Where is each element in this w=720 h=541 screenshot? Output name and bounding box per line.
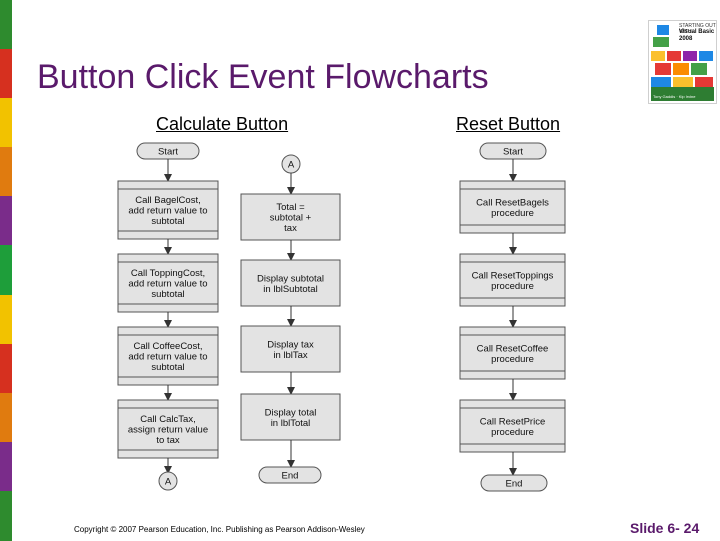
calc-start-terminal-label: Start bbox=[158, 147, 178, 158]
calc-step-3-label: add return value to bbox=[128, 352, 207, 363]
calc-display-step-2-label: in lblSubtotal bbox=[263, 284, 317, 295]
logo-product-title: Visual Basic 2008 bbox=[679, 29, 715, 42]
calc-step-2 bbox=[117, 253, 219, 313]
calc-step-1-label: Call BagelCost, bbox=[135, 195, 200, 206]
calc-step-1-label: subtotal bbox=[151, 216, 184, 227]
heading-calculate-button: Calculate Button bbox=[156, 114, 289, 134]
reset-step-4-label: Call ResetPrice bbox=[480, 416, 545, 427]
calc-step-3 bbox=[117, 326, 219, 386]
logo-block bbox=[691, 63, 707, 75]
reset-step-2-label: Call ResetToppings bbox=[472, 270, 554, 281]
calc-step-4-label: assign return value bbox=[128, 425, 208, 436]
reset-step-3-label: Call ResetCoffee bbox=[477, 343, 549, 354]
calc-display-step-3-label: in lblTax bbox=[273, 350, 308, 361]
reset-step-3-label: procedure bbox=[491, 354, 534, 365]
calc-display-step-1-label: subtotal + bbox=[270, 213, 312, 224]
reset-step-3 bbox=[459, 326, 566, 380]
reset-end-terminal bbox=[480, 474, 548, 492]
calc-offpage-connector-label: A bbox=[165, 477, 172, 488]
calc-step-2-label: subtotal bbox=[151, 289, 184, 300]
calc-display-step-1-label: Total = bbox=[276, 202, 305, 213]
copyright-text: Copyright © 2007 Pearson Education, Inc.… bbox=[74, 525, 365, 534]
decorative-stripe-bar bbox=[0, 0, 12, 541]
stripe-segment bbox=[0, 98, 12, 149]
reset-step-4-label: procedure bbox=[491, 427, 534, 438]
logo-block bbox=[653, 37, 669, 47]
stripe-segment bbox=[0, 245, 12, 296]
calc-display-step-1-label: tax bbox=[284, 223, 297, 234]
calc-step-2-label: add return value to bbox=[128, 279, 207, 290]
heading-reset-button: Reset Button bbox=[456, 114, 561, 134]
stripe-segment bbox=[0, 392, 12, 443]
reset-step-4 bbox=[459, 399, 566, 453]
logo-small-text: STARTING OUT WITH bbox=[679, 23, 716, 35]
stripe-segment bbox=[0, 294, 12, 345]
logo-block bbox=[655, 63, 671, 75]
calc-step-2-label: Call ToppingCost, bbox=[131, 268, 205, 279]
reset-step-2-label: procedure bbox=[491, 281, 534, 292]
stripe-segment bbox=[0, 0, 12, 51]
reset-start-terminal-label: Start bbox=[503, 147, 523, 158]
stripe-segment bbox=[0, 196, 12, 247]
calc-display-step-4-label: in lblTotal bbox=[271, 418, 311, 429]
stripe-segment bbox=[0, 49, 12, 100]
calc-display-step-3 bbox=[240, 325, 341, 373]
logo-block bbox=[695, 77, 713, 87]
logo-block bbox=[683, 51, 697, 61]
calc-display-step-4-label: Display total bbox=[265, 407, 317, 418]
slide-number: Slide 6- 24 bbox=[630, 520, 700, 536]
stripe-segment bbox=[0, 147, 12, 198]
calc-end-terminal-label: End bbox=[282, 471, 299, 482]
reset-step-2 bbox=[459, 253, 566, 307]
calc-display-step-4 bbox=[240, 393, 341, 441]
logo-block bbox=[651, 51, 665, 61]
logo-block bbox=[673, 77, 693, 87]
logo-block bbox=[651, 77, 671, 87]
calc-display-step-3-label: Display tax bbox=[267, 339, 314, 350]
calc-step-3-label: subtotal bbox=[151, 362, 184, 373]
calc-end-terminal bbox=[258, 466, 322, 484]
calc-display-step-2-label: Display subtotal bbox=[257, 273, 324, 284]
reset-step-1-label: Call ResetBagels bbox=[476, 197, 549, 208]
calc-onpage-connector-label: A bbox=[288, 160, 295, 171]
stripe-segment bbox=[0, 441, 12, 492]
calc-display-step-2 bbox=[240, 259, 341, 307]
reset-end-terminal-label: End bbox=[506, 479, 523, 490]
calc-step-3-label: Call CoffeeCost, bbox=[134, 341, 203, 352]
stripe-segment bbox=[0, 343, 12, 394]
calc-offpage-connector bbox=[158, 471, 178, 491]
calc-step-4-label: to tax bbox=[156, 435, 179, 446]
slide-title: Button Click Event Flowcharts bbox=[37, 58, 489, 96]
logo-footer-text: Tony Gaddis · Kip Irvine bbox=[653, 94, 696, 99]
reset-step-1-label: procedure bbox=[491, 208, 534, 219]
logo-block bbox=[657, 25, 669, 35]
calc-step-1-label: add return value to bbox=[128, 206, 207, 217]
book-cover-logo: STARTING OUT WITH Visual Basic 2008 Tony… bbox=[648, 20, 717, 104]
reset-step-1 bbox=[459, 180, 566, 234]
logo-block bbox=[699, 51, 713, 61]
logo-strip bbox=[651, 87, 714, 101]
logo-block bbox=[667, 51, 681, 61]
stripe-segment bbox=[0, 490, 12, 541]
logo-block bbox=[673, 63, 689, 75]
calc-step-1 bbox=[117, 180, 219, 240]
calc-step-4 bbox=[117, 399, 219, 459]
calc-display-step-1 bbox=[240, 193, 341, 241]
calc-step-4-label: Call CalcTax, bbox=[140, 414, 195, 425]
